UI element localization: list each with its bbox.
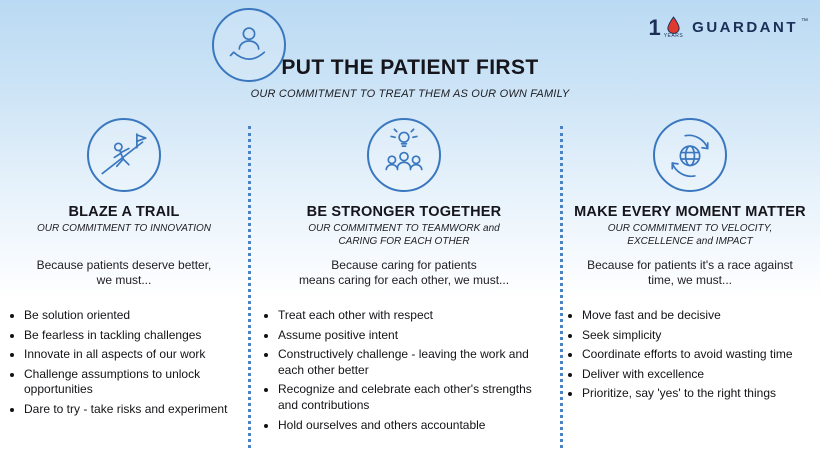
globe-arrows-icon-graphic — [671, 134, 709, 178]
bullet-item: Seek simplicity — [582, 328, 818, 344]
patient-care-icon — [212, 8, 286, 82]
column-blaze-a-trail: BLAZE A TRAIL OUR COMMITMENT TO INNOVATI… — [0, 112, 248, 454]
page-title: PUT THE PATIENT FIRST — [281, 56, 539, 79]
column-bullet-list: Be solution oriented Be fearless in tack… — [0, 308, 248, 422]
column-subtitle: OUR COMMITMENT TO TEAMWORK and CARING FO… — [308, 223, 500, 247]
column-be-stronger-together: BE STRONGER TOGETHER OUR COMMITMENT TO T… — [248, 112, 560, 454]
column-title: MAKE EVERY MOMENT MATTER — [574, 204, 806, 220]
blood-drop-icon — [667, 16, 680, 34]
bullet-item: Recognize and celebrate each other's str… — [278, 382, 552, 413]
bullet-item: Innovate in all aspects of our work — [24, 347, 242, 363]
column-subtitle: OUR COMMITMENT TO INNOVATION — [36, 223, 212, 234]
column-divider-right — [560, 126, 563, 448]
column-subtitle: OUR COMMITMENT TO VELOCITY, EXCELLENCE a… — [607, 223, 773, 247]
bullet-item: Challenge assumptions to unlock opportun… — [24, 367, 242, 398]
bullet-item: Hold ourselves and others accountable — [278, 418, 552, 434]
bullet-item: Treat each other with respect — [278, 308, 552, 324]
globe-arrows-icon — [653, 118, 727, 192]
bullet-item: Be fearless in tackling challenges — [24, 328, 242, 344]
bullet-item: Coordinate efforts to avoid wasting time — [582, 347, 818, 363]
bullet-item: Move fast and be decisive — [582, 308, 818, 324]
column-intro: Because patients deserve better, we must… — [36, 258, 212, 288]
logo-digit: 1 — [648, 14, 661, 40]
column-intro: Because for patients it's a race against… — [587, 258, 793, 288]
column-title: BE STRONGER TOGETHER — [306, 204, 502, 220]
blaze-trail-icon — [87, 118, 161, 192]
bullet-item: Prioritize, say 'yes' to the right thing… — [582, 386, 818, 402]
team-lightbulb-icon-graphic — [385, 128, 423, 171]
column-bullet-list: Treat each other with respect Assume pos… — [248, 308, 560, 437]
bullet-item: Deliver with excellence — [582, 367, 818, 383]
bullet-item: Dare to try - take risks and experiment — [24, 402, 242, 418]
team-lightbulb-icon — [367, 118, 441, 192]
guardant-logo: 1 YEARS GUARDANT ™ — [648, 16, 808, 39]
column-make-every-moment-matter: MAKE EVERY MOMENT MATTER OUR COMMITMENT … — [560, 112, 820, 454]
logo-trademark: ™ — [801, 18, 808, 25]
patient-care-icon-graphic — [229, 27, 266, 60]
logo-drop-wrap: YEARS — [664, 16, 683, 39]
bullet-item: Be solution oriented — [24, 308, 242, 324]
column-bullet-list: Move fast and be decisive Seek simplicit… — [560, 308, 820, 406]
page-subtitle: OUR COMMITMENT TO TREAT THEM AS OUR OWN … — [250, 88, 570, 100]
blaze-trail-icon-graphic — [101, 133, 147, 175]
column-title: BLAZE A TRAIL — [68, 204, 180, 220]
logo-brand-text: GUARDANT — [692, 19, 798, 36]
logo-years-label: YEARS — [663, 33, 684, 39]
bullet-item: Constructively challenge - leaving the w… — [278, 347, 552, 378]
values-columns: BLAZE A TRAIL OUR COMMITMENT TO INNOVATI… — [0, 112, 820, 454]
bullet-item: Assume positive intent — [278, 328, 552, 344]
column-divider-left — [248, 126, 251, 448]
column-intro: Because caring for patients means caring… — [298, 258, 510, 288]
